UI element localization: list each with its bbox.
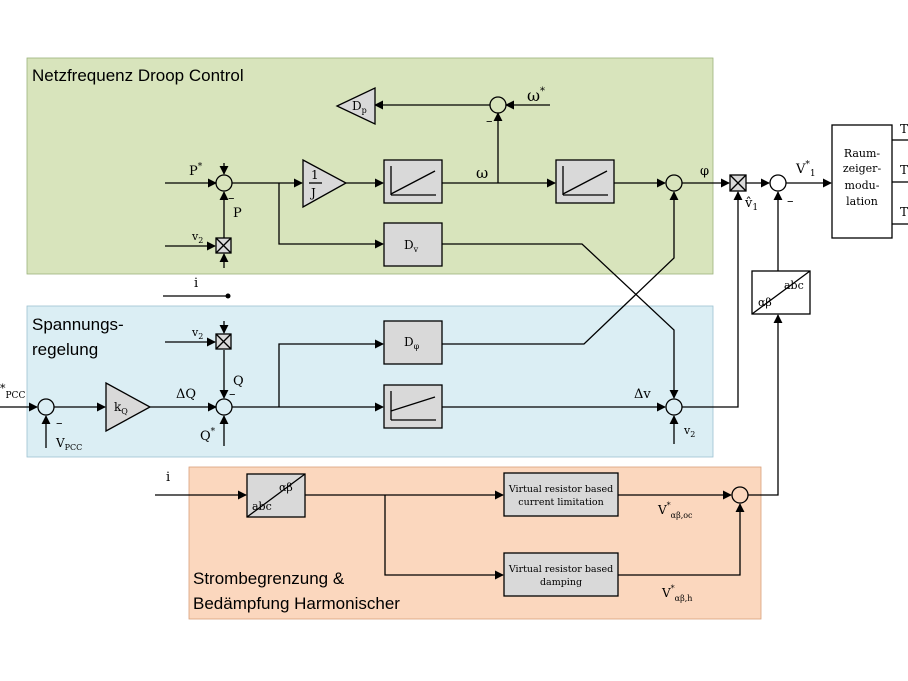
omega-minus-sign: – — [486, 114, 493, 129]
inertia-block — [302, 158, 348, 209]
svm-label-line3: modu- — [845, 179, 880, 192]
dphi-block — [383, 320, 443, 365]
dp-gain-block — [335, 86, 376, 126]
svm-label-line1: Raum- — [844, 147, 881, 160]
svm-label-line4: lation — [846, 195, 878, 208]
vr-limit-line2: current limitation — [518, 497, 603, 508]
delta-v-label: Δv — [634, 387, 651, 402]
svm-label-line2: zeiger- — [843, 162, 882, 175]
inertia-numerator: 1 — [311, 168, 319, 182]
p-ref-label: P* — [189, 162, 203, 179]
v-hat-label: v̂1 — [744, 196, 758, 213]
output-minus-sign: – — [787, 194, 794, 209]
q-feedback-label: Q — [233, 374, 244, 389]
current-i-label-low: i — [166, 470, 170, 485]
voltage-integrator — [383, 384, 443, 429]
v1-ref-label: V*1 — [795, 160, 816, 179]
vpcc-label: VPCC — [55, 436, 82, 452]
q-ref-label: Q* — [200, 427, 216, 444]
dv-label: Dv — [404, 238, 419, 254]
inertia-denominator: J — [309, 186, 316, 200]
current-region-title-line2: Bedämpfung Harmonischer — [193, 594, 400, 613]
phase-integrator — [555, 159, 615, 204]
alphabeta-low-label: αβ — [279, 481, 293, 494]
svm-output-2: T — [900, 163, 908, 177]
dv-block — [383, 222, 443, 267]
vr-damp-line2: damping — [540, 577, 582, 588]
v2-q-label: v2 — [191, 326, 203, 341]
dp-gain-label: Dp — [352, 99, 367, 115]
reactive-minus-sign: – — [229, 387, 236, 402]
abc-top-label: abc — [784, 279, 804, 292]
droop-region-title: Netzfrequenz Droop Control — [32, 66, 244, 85]
virtual-resistor-damping-block — [503, 552, 619, 597]
svm-output-1: T — [900, 122, 908, 136]
virtual-resistor-limitation-block — [503, 472, 619, 517]
abc-low-label: abc — [252, 500, 272, 513]
voltage-region-title-line2: regelung — [32, 340, 98, 359]
v-h-label: V*αβ,h — [661, 584, 692, 603]
space-vector-modulation-block — [831, 124, 893, 239]
voltage-region-title-line1: Spannungs- — [32, 315, 124, 334]
p-feedback-label: P — [233, 206, 242, 221]
alphabeta-top-label: αβ — [758, 296, 772, 309]
current-i-label-top: i — [194, 276, 198, 291]
voltage-minus-sign: – — [56, 416, 63, 431]
current-region-title-line1: Strombegrenzung & — [193, 569, 345, 588]
kq-gain-block — [105, 381, 152, 433]
omega-label: ω — [476, 164, 488, 182]
vpcc-ref-label: *PCC — [0, 382, 25, 401]
power-minus-sign: – — [228, 191, 235, 206]
vr-damp-line1: Virtual resistor based — [508, 564, 613, 575]
v-oc-label: V*αβ,oc — [657, 501, 693, 520]
kq-gain-label: kQ — [114, 400, 128, 416]
svm-output-3: T — [900, 205, 908, 219]
v2-p-label: v2 — [191, 230, 203, 245]
output-sum-junction — [769, 174, 787, 192]
delta-q-label: ΔQ — [176, 387, 196, 402]
v2-dv-label: v2 — [683, 424, 695, 439]
phi-label: φ — [700, 164, 709, 179]
frequency-integrator — [383, 159, 443, 204]
omega-ref-label: ω* — [527, 86, 545, 105]
voltage-control-region — [26, 305, 714, 458]
dphi-label: Dφ — [404, 335, 420, 351]
vr-limit-line1: Virtual resistor based — [508, 484, 613, 495]
